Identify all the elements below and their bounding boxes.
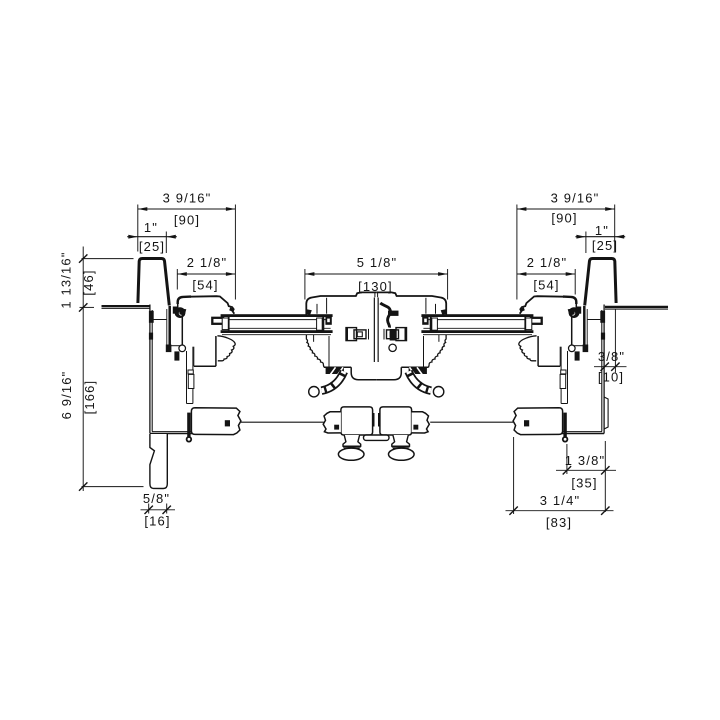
svg-text:[25]: [25] (592, 238, 618, 253)
svg-text:[35]: [35] (571, 476, 597, 491)
svg-text:1 13/16": 1 13/16" (59, 251, 74, 308)
svg-text:[54]: [54] (533, 278, 559, 293)
svg-text:3 1/4": 3 1/4" (540, 493, 580, 508)
svg-text:[25]: [25] (139, 239, 165, 254)
svg-text:3 9/16": 3 9/16" (163, 191, 212, 206)
svg-text:[166]: [166] (82, 380, 97, 415)
svg-text:[130]: [130] (358, 279, 393, 294)
svg-text:[16]: [16] (144, 514, 170, 529)
svg-text:[90]: [90] (174, 212, 200, 227)
svg-text:3/8": 3/8" (598, 349, 625, 364)
svg-text:1": 1" (144, 220, 158, 235)
svg-text:2 1/8": 2 1/8" (187, 255, 227, 270)
svg-text:[90]: [90] (551, 211, 577, 226)
svg-text:1 3/8": 1 3/8" (565, 453, 605, 468)
svg-text:6 9/16": 6 9/16" (59, 371, 74, 420)
svg-text:[54]: [54] (192, 278, 218, 293)
svg-text:[83]: [83] (546, 515, 572, 530)
svg-text:2 1/8": 2 1/8" (527, 255, 567, 270)
svg-text:1": 1" (595, 223, 609, 238)
svg-text:5/8": 5/8" (143, 491, 170, 506)
svg-text:[10]: [10] (598, 370, 624, 385)
svg-text:3 9/16": 3 9/16" (551, 191, 600, 206)
svg-text:5 1/8": 5 1/8" (357, 255, 397, 270)
svg-text:[46]: [46] (81, 269, 96, 295)
